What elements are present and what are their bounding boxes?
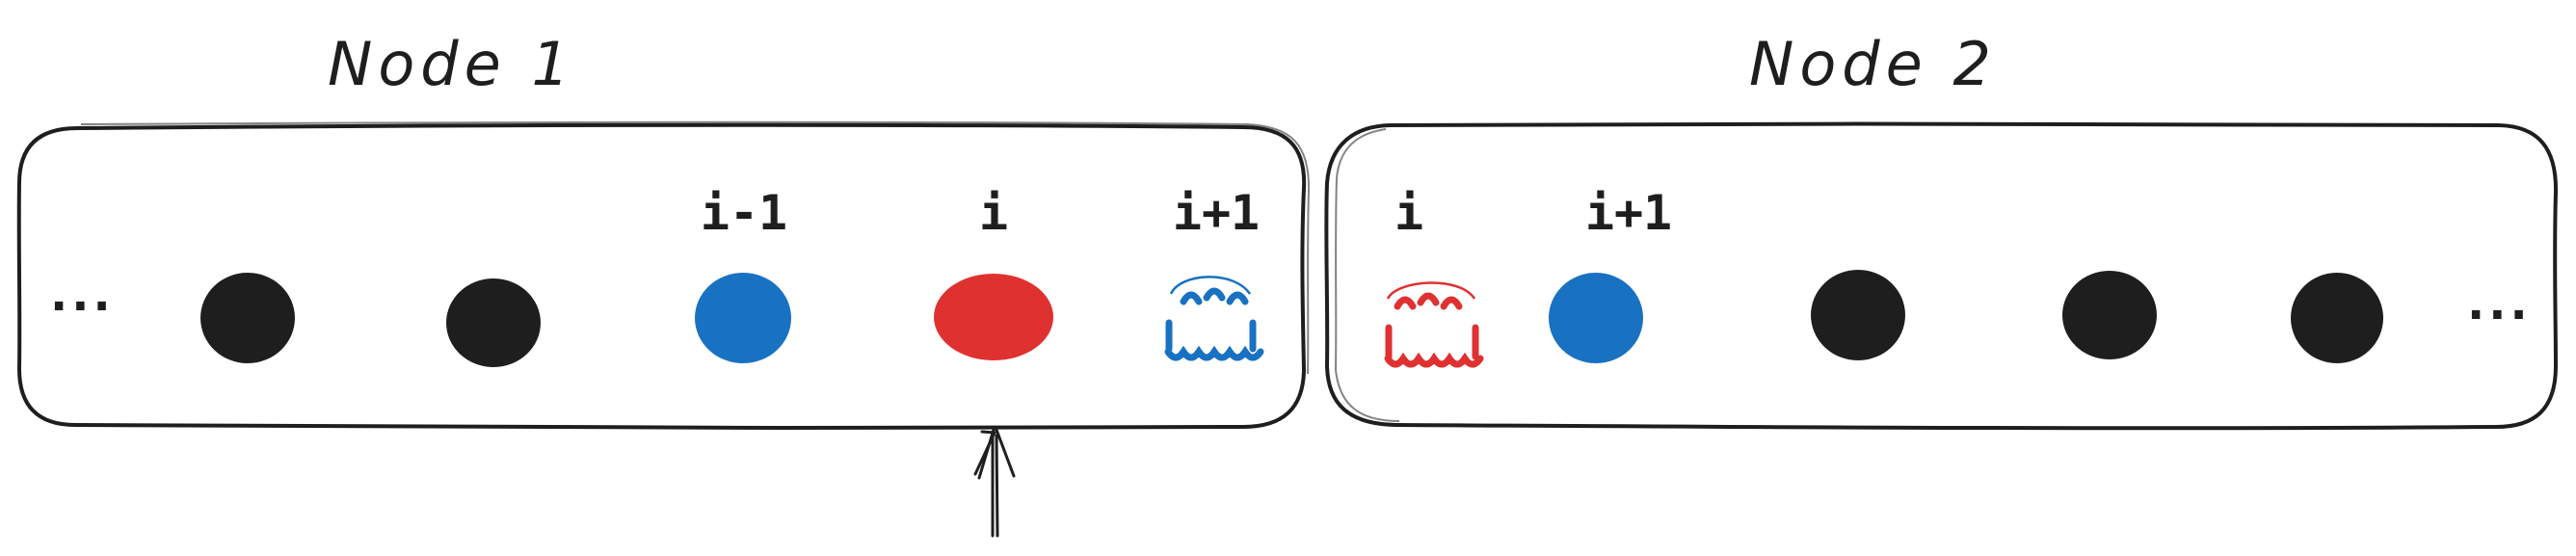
node-2-label-next: i+1: [1585, 185, 1672, 241]
node-2-dot-1-hatched: [1384, 281, 1484, 368]
node-1-label-next: i+1: [1173, 185, 1260, 241]
node-2-dot-2: [1549, 273, 1643, 363]
node-2-right-ellipsis: ...: [2467, 277, 2532, 331]
node-1-title: Node 1: [328, 29, 575, 99]
node-1-dot-1: [200, 273, 295, 363]
node-1-left-ellipsis: ...: [50, 268, 115, 322]
node-1-dot-5-hatched: [1164, 276, 1264, 361]
node-1: Node 1 ... i-1 i i+1: [16, 29, 1311, 431]
node-2-title: Node 2: [1749, 29, 1997, 99]
node-1-label-current: i: [979, 185, 1008, 241]
node-1-dot-4-current: [934, 274, 1053, 360]
node-2: Node 2 ... i i+1: [1324, 29, 2559, 431]
node-1-dots: [200, 273, 1264, 367]
pointer-arrow: [973, 428, 1016, 538]
node-2-box: [1324, 121, 2559, 431]
node-2-label-current: i: [1394, 185, 1423, 241]
node-1-label-prev: i-1: [701, 185, 787, 241]
node-2-dot-5: [2291, 273, 2383, 363]
node-1-dot-2: [446, 278, 541, 367]
node-1-box: [16, 122, 1307, 431]
node-2-dots: [1384, 270, 2383, 368]
node-2-dot-3: [1811, 270, 1905, 360]
node-1-dot-3: [695, 273, 791, 363]
node-2-dot-4: [2062, 271, 2157, 359]
